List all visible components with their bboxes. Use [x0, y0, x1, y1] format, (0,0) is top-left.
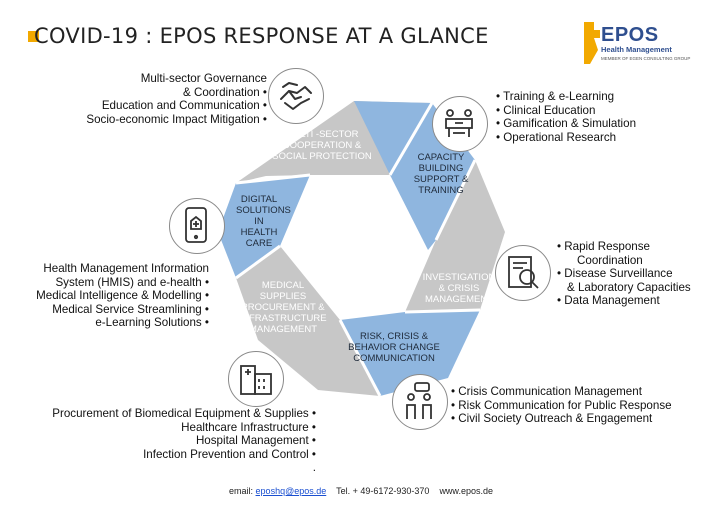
list-item: • Gamification & Simulation — [496, 117, 637, 131]
list-item: Hospital Management • — [195, 434, 316, 448]
list-item: • Data Management — [557, 294, 660, 308]
page-title: COVID-19 : EPOS RESPONSE AT A GLANCE — [34, 24, 489, 48]
footer-email-label: email: — [229, 486, 254, 496]
list-item: Education and Communication • — [101, 99, 267, 113]
list-item: e-Learning Solutions • — [95, 316, 209, 330]
list-item: System (HMIS) and e-health • — [55, 275, 209, 289]
list-item: Socio-economic Impact Mitigation • — [86, 112, 267, 126]
footer-telephone: Tel. + 49-6172-930-370 — [336, 486, 430, 496]
list-item: • Training & e-Learning — [496, 90, 615, 103]
logo-name: EPOS — [601, 24, 659, 46]
list-item: Medical Service Streamlining • — [52, 302, 209, 316]
hospital-icon — [228, 351, 284, 407]
list-item: • Rapid Response — [557, 240, 650, 253]
list-item: • Operational Research — [496, 130, 617, 144]
epos-logo — [584, 22, 600, 64]
segment-digital-solutions — [218, 175, 310, 278]
logo-subtitle: Health Management — [601, 45, 672, 54]
footer-contact: email: eposhq@epos.de Tel. + 49-6172-930… — [0, 486, 722, 496]
list-item: • Civil Society Outreach & Engagement — [451, 412, 653, 426]
title-accent-square — [28, 31, 39, 42]
segment-label-capacity-building: CAPACITY BUILDING SUPPORT & TRAINING — [413, 152, 469, 196]
magnifier-document-icon — [495, 245, 551, 301]
list-investigation: • Rapid Response Coordination • Disease … — [557, 240, 691, 308]
list-item: . — [312, 461, 316, 475]
segment-label-digital-solutions: DIGITAL SOLUTIONS IN HEALTH CARE — [236, 194, 291, 249]
segment-label-multi-sector: MULTI -SECTOR COOPERATION & SOCIAL PROTE… — [272, 129, 372, 162]
list-item: • Clinical Education — [496, 103, 596, 117]
list-procurement: Procurement of Biomedical Equipment & Su… — [52, 407, 316, 475]
tablet-health-icon — [169, 198, 225, 254]
logo-tagline: MEMBER OF EGEN CONSULTING GROUP — [601, 56, 691, 61]
list-item: Procurement of Biomedical Equipment & Su… — [52, 407, 316, 420]
list-item: Health Management Information — [43, 262, 209, 275]
segment-investigation — [405, 160, 505, 312]
list-item: • Crisis Communication Management — [451, 385, 642, 398]
segment-medical-supplies — [236, 246, 380, 396]
list-digital-solutions: Health Management Information System (HM… — [36, 262, 209, 330]
list-multi-sector: Multi-sector Governance & Coordination •… — [86, 72, 267, 126]
list-item: Multi-sector Governance — [140, 72, 267, 85]
segment-label-investigation: INVESTIGATION & CRISIS MANAGEMENT — [422, 272, 496, 305]
list-item: • Disease Surveillance — [557, 267, 673, 281]
people-speech-icon — [392, 374, 448, 430]
list-item: • Risk Communication for Public Response — [451, 398, 672, 412]
list-item: Healthcare Infrastructure • — [181, 420, 316, 434]
cycle-ring — [218, 101, 505, 397]
footer-email-link[interactable]: eposhq@epos.de — [255, 486, 327, 496]
list-item: Infection Prevention and Control • — [143, 447, 316, 461]
segment-label-medical-supplies: MEDICAL SUPPLIES PROCUREMENT & INFRASTRU… — [239, 280, 327, 335]
segment-risk-communication — [340, 310, 480, 396]
list-item: & Laboratory Capacities — [567, 280, 691, 294]
list-item: & Coordination • — [183, 85, 267, 99]
footer-website: www.epos.de — [439, 486, 493, 496]
segment-label-risk-communication: RISK, CRISIS & BEHAVIOR CHANGE COMMUNICA… — [348, 331, 440, 364]
training-icon — [432, 96, 488, 152]
list-item: Medical Intelligence & Modelling • — [36, 289, 209, 303]
handshake-icon — [268, 68, 324, 124]
list-item: Coordination — [577, 253, 643, 267]
list-capacity-building: • Training & e-Learning • Clinical Educa… — [496, 90, 636, 144]
list-risk-communication: • Crisis Communication Management • Risk… — [451, 385, 672, 426]
